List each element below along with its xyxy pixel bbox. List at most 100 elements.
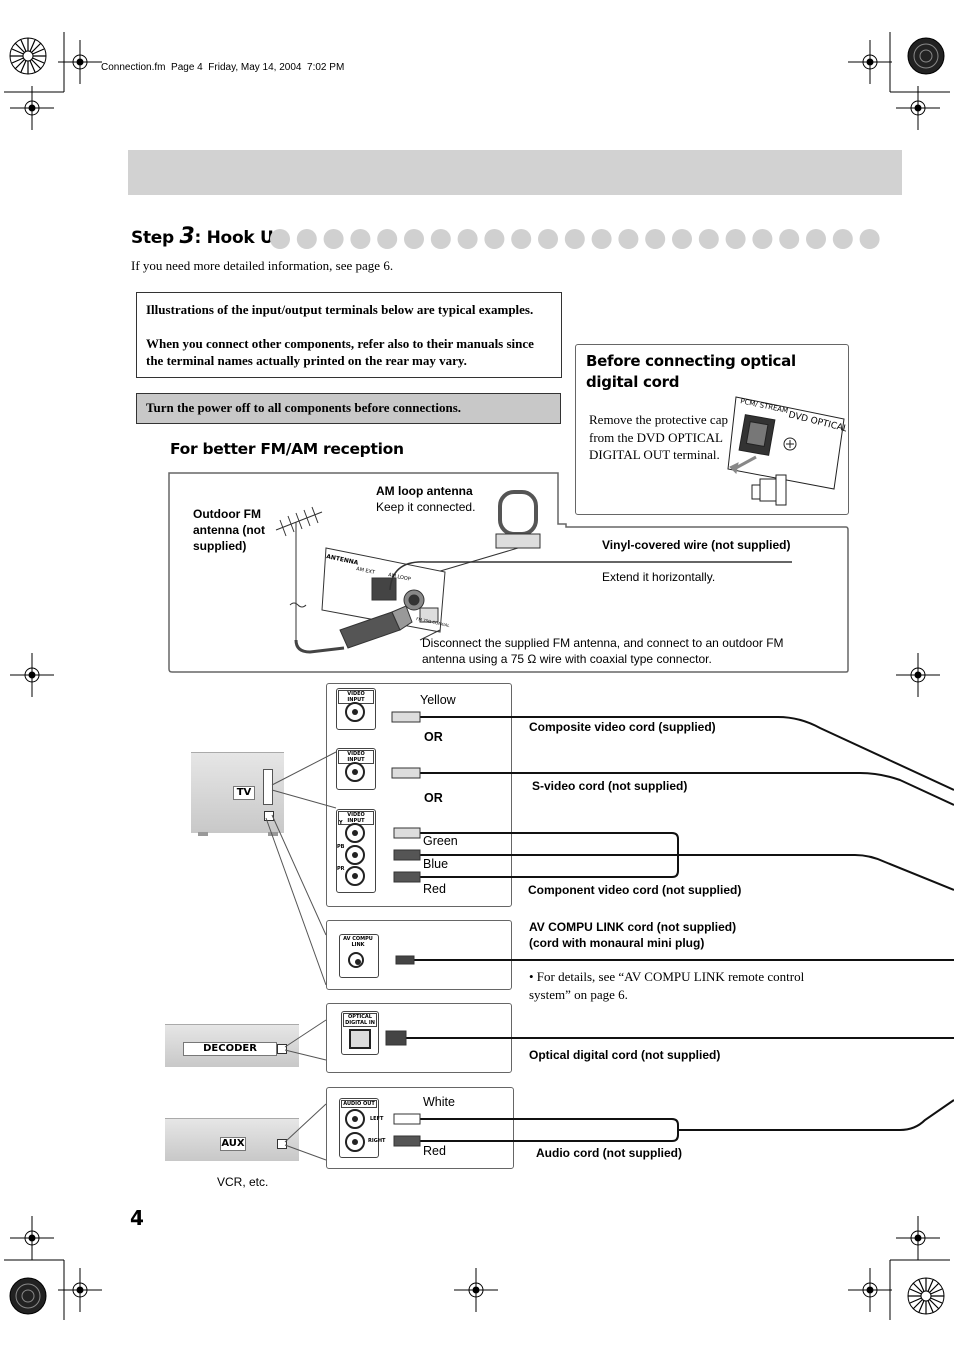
note-line-2: When you connect other components, refer… [146,336,534,368]
am-loop-note: Keep it connected. [376,500,476,514]
decorative-dot [859,229,880,249]
audio-right-jack[interactable] [345,1132,365,1152]
power-note: Turn the power off to all components bef… [146,400,462,415]
decorative-dot [377,229,398,249]
svideo-cord-label: S-video cord (not supplied) [532,779,688,793]
crosshair-target [896,653,940,697]
optical-text: Remove the protective cap from the DVD O… [589,412,728,462]
optical-terminal-illustration: PCM/ STREAM DVD OPTICAL DIGITAL OUT [727,396,846,506]
decorative-dot [323,229,344,249]
am-ext-label: AM EXT [356,566,377,576]
pb-label: PB [337,844,345,850]
section-banner [128,150,902,195]
outdoor-fm-label: Outdoor FM antenna (not supplied) [193,507,265,553]
decorative-dot [484,229,505,249]
optical-title: Before connecting optical digital cord [586,352,796,391]
crosshair-target [10,653,54,697]
decorative-dot [779,229,800,249]
step-number: 3 [179,224,195,249]
tv-feet [198,832,278,836]
tv-panel [263,769,273,805]
decorative-dot [725,229,746,249]
optical-info-box: Before connecting optical digital cord R… [575,344,849,515]
decorative-dot [672,229,692,249]
intro-text: If you need more detailed information, s… [131,258,394,273]
component-y-jack[interactable] [345,823,365,843]
tv-device: TV [191,752,284,833]
decorative-dot [538,229,558,249]
decorative-dot [618,229,639,249]
power-note-box: Turn the power off to all components bef… [136,393,561,424]
decorative-dot [645,229,666,249]
aux-port [277,1139,287,1149]
decorative-dot [457,229,478,249]
audio-left-jack[interactable] [345,1109,365,1129]
am-loop-panel-label: AM LOOP [388,572,412,583]
step-suffix: : Hook Up [194,228,286,248]
decorative-dot [296,229,317,249]
decorative-dot [404,229,424,249]
component-cord-label: Component video cord (not supplied) [528,883,742,897]
decoder-port [277,1044,287,1054]
s-video-jack[interactable] [345,762,365,782]
or-label-1: OR [424,730,443,744]
decorative-dot [591,229,612,249]
decoder-device: DECODER [165,1024,299,1067]
crosshair-target [848,1268,892,1312]
audio-out-label: AUDIO OUT [341,1100,377,1108]
vinyl-wire-label: Vinyl-covered wire (not supplied) [602,538,791,552]
crosshair-target [58,40,102,84]
decorative-dot [270,229,290,249]
red-label-2: Red [423,1144,446,1158]
aux-label: AUX [220,1137,246,1151]
extend-note: Extend it horizontally. [602,570,716,584]
decorative-dot [511,229,532,249]
optical-cord-label: Optical digital cord (not supplied) [529,1048,721,1062]
decorative-dot [350,229,371,249]
composite-video-jack[interactable] [345,702,365,722]
decorative-dot [752,229,773,249]
crosshair-target [58,1268,102,1312]
step-heading: Step 3: Hook Up [131,224,286,250]
red-label: Red [423,882,446,896]
crosshair-target [848,40,892,84]
crosshair-target [10,86,54,130]
optical-in-jack[interactable] [349,1029,371,1049]
step-prefix: Step [131,228,180,248]
fm-am-heading: For better FM/AM reception [170,440,404,458]
crosshair-target [896,86,940,130]
compu-details: • For details, see “AV COMPU LINK remote… [529,969,805,1002]
blue-label: Blue [423,857,449,871]
am-loop-title: AM loop antenna [376,484,473,498]
decoder-label: DECODER [183,1042,277,1056]
compu-link-label: AV COMPU LINK [341,936,375,948]
or-label-2: OR [424,791,443,805]
crosshair-target [10,1216,54,1260]
decorative-dot [806,229,826,249]
decorative-dot [564,229,585,249]
yellow-label: Yellow [420,693,456,707]
disconnect-note: Disconnect the supplied FM antenna, and … [422,636,784,666]
page-header: Connection.fm Page 4 Friday, May 14, 200… [101,62,345,73]
aux-device: AUX [165,1118,299,1161]
green-label: Green [423,834,458,848]
compu-cord-label-1: AV COMPU LINK cord (not supplied) [529,920,737,934]
note-line-1: Illustrations of the input/output termin… [146,302,534,317]
component-pb-jack[interactable] [345,845,365,865]
white-label: White [423,1095,455,1109]
crosshair-target [454,1268,498,1312]
component-pr-jack[interactable] [345,866,365,886]
decorative-dot [698,229,719,249]
compu-link-jack[interactable] [348,952,364,968]
decorative-dot [430,229,451,249]
optical-in-label: OPTICAL DIGITAL IN [343,1013,377,1027]
page-number: 4 [130,1206,144,1230]
y-label: Y [339,820,343,826]
right-label: RIGHT [368,1138,386,1144]
